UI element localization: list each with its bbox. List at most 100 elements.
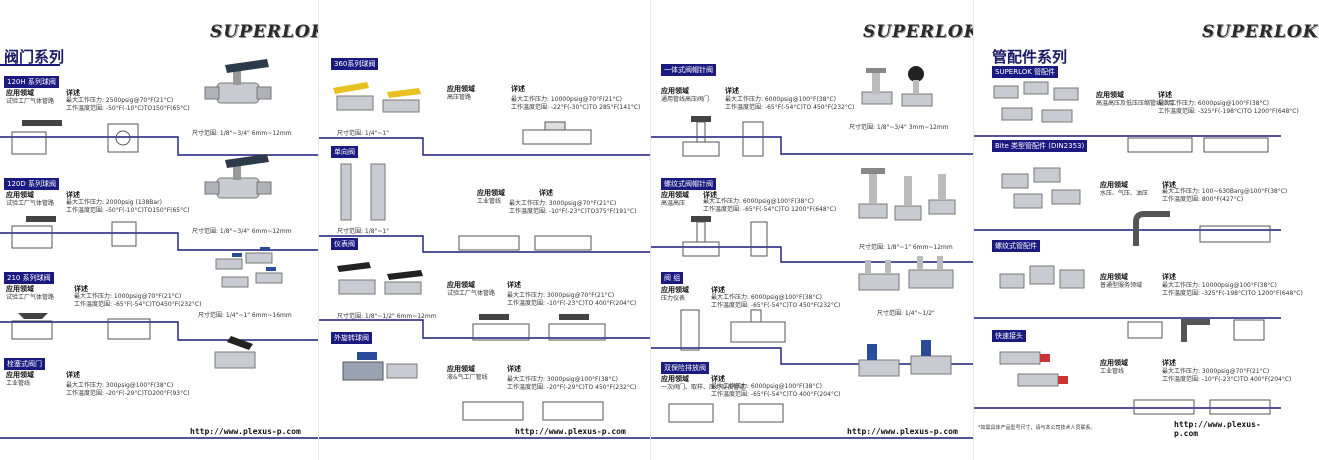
detail-temperature: 工作温度范围: -65°F(-54°C)TO 450°F(232°C) xyxy=(711,302,841,309)
bite-type-fitting-drawings xyxy=(1133,211,1271,246)
detail-pressure: 最大工作压力: 300psig@100°F(38°C) xyxy=(66,382,174,389)
application-label: 应用领域 xyxy=(6,191,34,199)
detail-pressure: 最大工作压力: 10000psig@100°F(38°C) xyxy=(1162,282,1277,289)
size-range: 尺寸范围: 1/4"~1" 6mm~16mm xyxy=(198,312,292,319)
section-tag: 一体式阀帽针阀 xyxy=(661,64,716,76)
section-tag: 外旋转球阀 xyxy=(331,332,372,344)
application-text: 工业管线 xyxy=(6,380,31,387)
detail-temperature: 工作温度范围: -50°F(-10°C)TO150°F(65°C) xyxy=(66,105,190,112)
detail-label: 详述 xyxy=(66,89,80,97)
detail-pressure: 最大工作压力: 2000psig (138Bar) xyxy=(66,199,162,206)
application-text: 工业管线 xyxy=(1100,368,1125,375)
website-url[interactable]: http://www.plexus-p.com xyxy=(847,427,958,436)
section-divider-lines xyxy=(651,136,974,439)
superlok-logo: SUPERLOK xyxy=(863,22,980,42)
website-url[interactable]: http://www.plexus-p.com xyxy=(515,427,626,436)
application-text: 工业管线 xyxy=(477,198,502,205)
detail-temperature: 工作温度范围: -10°F(-23°C)TO 400°F(204°C) xyxy=(1162,376,1292,383)
application-text: 一次阀门、取样、压力仪表管道 xyxy=(661,384,746,391)
application-text: 试验工厂气体管路 xyxy=(447,290,496,297)
catalog-page-needle-valves: SUPERLOK 一体式阀帽针阀 应用领域 通用管线高压阀门 详述 最大工作压力… xyxy=(650,0,979,460)
ball-valve-210-group-photo xyxy=(215,247,283,288)
section-tag: 120H 系列球阀 xyxy=(4,76,59,88)
application-label: 应用领域 xyxy=(661,375,689,383)
detail-pressure: 最大工作压力: 1000psig@70°F(21°C) xyxy=(74,293,182,300)
application-label: 应用领域 xyxy=(661,286,689,294)
integral-bonnet-needle-valve-photo xyxy=(861,66,933,107)
detail-temperature: 工作温度范围: -65°F(-54°C)TO 1200°F(648°C) xyxy=(703,206,837,213)
ball-valve-120h-photo xyxy=(204,59,272,104)
instrument-valve-drawings xyxy=(472,314,606,341)
catalog-page-valves-1: SUPERLOK 阀门系列 120H 系列球阀 应用领域 试验工厂气体管路 详述… xyxy=(0,0,326,460)
application-label: 应用领域 xyxy=(1096,91,1124,99)
ball-valve-360-drawing xyxy=(522,121,592,145)
size-range: 尺寸范围: 1/8"~1" 6mm~12mm xyxy=(859,244,953,251)
check-valve-drawings xyxy=(458,235,592,251)
application-label: 应用领域 xyxy=(1100,359,1128,367)
section-tag: Bite 类型管配件 (DIN2353) xyxy=(992,140,1088,152)
size-range: 尺寸范围: 1/8"~3/4" 6mm~12mm xyxy=(192,228,292,235)
rotary-ball-valve-photo xyxy=(342,352,418,381)
size-range: 尺寸范围: 1/4"~1" xyxy=(337,130,389,137)
footnote: *如需具体产品型号尺寸，请与本公司技术人员联系。 xyxy=(978,425,1096,431)
detail-pressure: 最大工作压力: 6000psig@100°F(38°C) xyxy=(711,294,823,301)
detail-temperature: 工作温度范围: -50°F(-10°C)TO150°F(65°C) xyxy=(66,207,190,214)
page-title-fittings: 管配件系列 xyxy=(992,48,1068,66)
application-label: 应用领域 xyxy=(661,191,689,199)
application-text: 高温高压 xyxy=(661,200,686,207)
section-tag: 仪表阀 xyxy=(331,238,358,250)
detail-temperature: 工作温度范围: -20°F(-29°C)TO200°F(93°C) xyxy=(66,390,190,397)
detail-label: 详述 xyxy=(725,87,739,95)
section-divider-lines xyxy=(319,137,651,439)
detail-temperature: 工作温度范围: -10°F(-23°C)TO 400°F(204°C) xyxy=(507,300,637,307)
plug-valve-photo xyxy=(214,336,256,369)
double-block-bleed-drawings xyxy=(668,403,784,423)
website-url[interactable]: http://www.plexus-p.com xyxy=(1174,420,1261,438)
application-text: 高压管路 xyxy=(447,94,472,101)
detail-label: 详述 xyxy=(703,191,717,199)
ball-valve-drawings xyxy=(11,216,137,249)
superlok-logo: SUPERLOK xyxy=(210,22,327,42)
rotary-ball-valve-drawings xyxy=(462,401,604,421)
application-text: 压力仪表 xyxy=(661,295,686,302)
website-url[interactable]: http://www.plexus-p.com xyxy=(190,427,301,436)
detail-label: 详述 xyxy=(1162,359,1176,367)
threaded-fitting-drawings xyxy=(1127,319,1265,342)
needle-valve-drawings xyxy=(682,116,764,157)
catalog-page-valves-2: 360系列球阀 应用领域 高压管路 详述 最大工作压力: 10000psig@7… xyxy=(318,0,651,460)
detail-pressure: 最大工作压力: 3000psig@70°F(21°C) xyxy=(509,200,617,207)
check-valve-photo xyxy=(340,163,386,221)
application-label: 应用领域 xyxy=(1100,273,1128,281)
quick-connect-drawings xyxy=(1133,399,1271,415)
manifold-valve-photo xyxy=(858,256,954,291)
instrument-valve-photo xyxy=(337,262,423,295)
application-text: 试验工厂气体管路 xyxy=(6,200,55,207)
detail-pressure: 最大工作压力: 3000psig@100°F(38°C) xyxy=(507,376,619,383)
detail-temperature: 工作温度范围: -10°F(-23°C)TO375°F(191°C) xyxy=(509,208,637,215)
application-label: 应用领域 xyxy=(661,87,689,95)
quick-connect-photo xyxy=(999,351,1068,387)
application-label: 应用领域 xyxy=(1100,181,1128,189)
bite-type-fittings-photo xyxy=(1001,167,1081,209)
detail-pressure: 最大工作压力: 2500psig@70°F(21°C) xyxy=(66,97,174,104)
ball-valve-120d-photo xyxy=(204,154,272,199)
superlok-fitting-drawings xyxy=(1127,137,1269,153)
section-tag: 单向阀 xyxy=(331,146,358,158)
section-tag: 双保险排放阀 xyxy=(661,362,709,374)
double-block-bleed-valve-photo xyxy=(858,340,952,377)
size-range: 尺寸范围: 1/8"~1/2" 6mm~12mm xyxy=(337,313,437,320)
superlok-fittings-photo xyxy=(993,81,1079,123)
ball-valve-drawings xyxy=(11,120,139,155)
detail-pressure: 最大工作压力: 100~630Barg@100°F(38°C) xyxy=(1162,188,1288,195)
detail-pressure: 最大工作压力: 6000psig@100°F(38°C) xyxy=(725,96,837,103)
detail-pressure: 最大工作压力: 3000psig@70°F(21°C) xyxy=(507,292,615,299)
detail-label: 详述 xyxy=(711,375,725,383)
detail-temperature: 工作温度范围: -20°F(-29°C)TO 450°F(232°C) xyxy=(507,384,637,391)
section-tag: 120D 系列球阀 xyxy=(4,178,59,190)
detail-pressure: 最大工作压力: 3000psig@70°F(21°C) xyxy=(1162,368,1270,375)
section-tag: 360系列球阀 xyxy=(331,58,379,70)
detail-temperature: 工作温度范围: 800°F(427°C) xyxy=(1162,196,1244,203)
detail-label: 详述 xyxy=(66,191,80,199)
application-label: 应用领域 xyxy=(447,365,475,373)
detail-label: 详述 xyxy=(507,281,521,289)
